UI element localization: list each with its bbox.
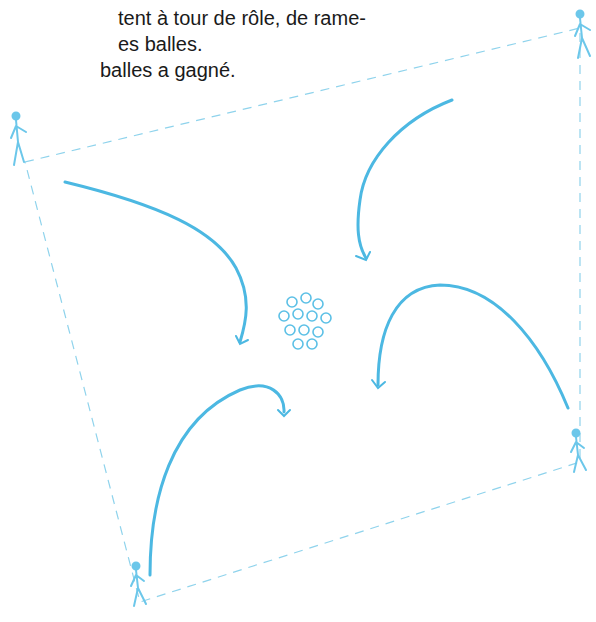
field-outline bbox=[25, 28, 580, 602]
player-bottom-left bbox=[131, 563, 146, 607]
movement-arrows bbox=[65, 100, 568, 575]
body-text-line: es balles. bbox=[118, 32, 203, 56]
ball-cluster bbox=[279, 293, 331, 349]
body-text-line: tent à tour de rôle, de rame- bbox=[118, 6, 366, 30]
player-bottom-right bbox=[571, 430, 586, 473]
player-figures bbox=[11, 11, 590, 607]
player-top-right bbox=[575, 11, 590, 59]
body-text-line: balles a gagné. bbox=[100, 58, 236, 82]
arrow-heads bbox=[236, 252, 385, 416]
player-top-left bbox=[11, 113, 26, 166]
